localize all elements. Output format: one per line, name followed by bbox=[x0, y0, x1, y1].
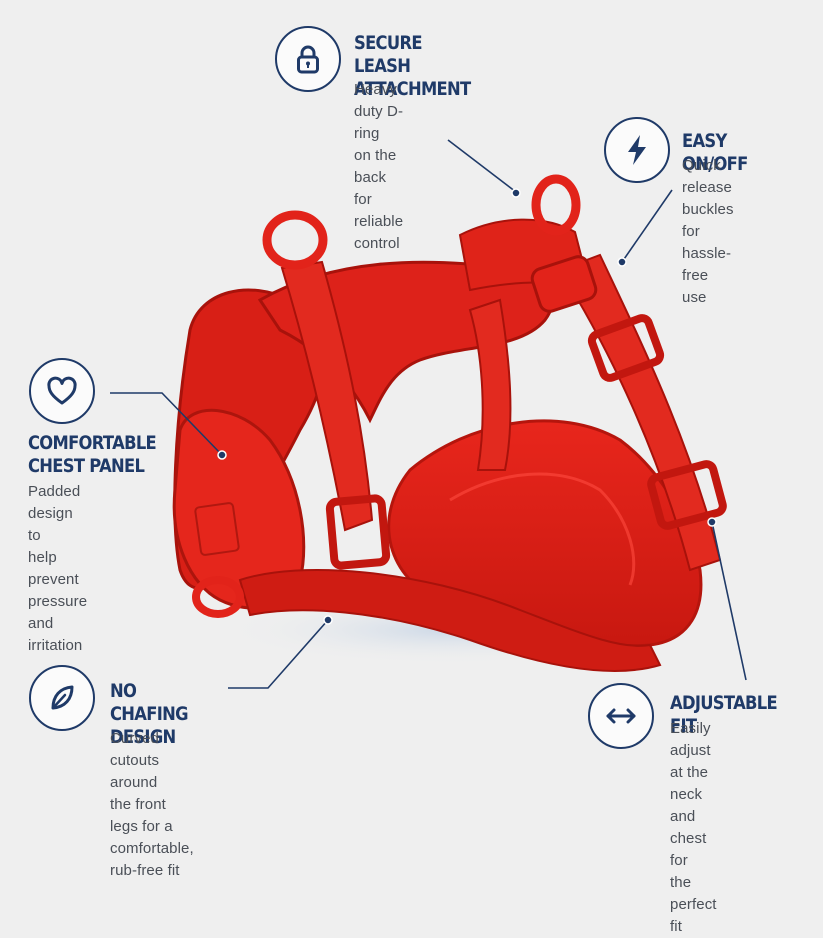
left-strap bbox=[280, 260, 374, 532]
feature-description: Easily adjust at the neck and chest for … bbox=[670, 720, 717, 935]
lightning-icon bbox=[604, 117, 670, 183]
chest-label-patch bbox=[194, 502, 240, 556]
right-strap bbox=[468, 298, 512, 471]
callout-dot-chafing bbox=[323, 615, 333, 625]
feature-title: SECURE LEASH ATTACHMENT bbox=[354, 32, 471, 100]
double-arrow-icon bbox=[588, 683, 654, 749]
feature-title: COMFORTABLE CHEST PANEL bbox=[28, 432, 157, 477]
feature-title: NO CHAFING DESIGN bbox=[110, 680, 189, 748]
feature-description: Quick release buckles for hassle-free us… bbox=[682, 157, 734, 306]
callout-dots bbox=[217, 188, 717, 625]
slide-adjuster-right bbox=[647, 460, 727, 530]
callout-dot-easy bbox=[617, 257, 627, 267]
leaf-icon bbox=[29, 665, 95, 731]
callout-dot-adjust bbox=[707, 517, 717, 527]
callout-dot-comfort bbox=[217, 450, 227, 460]
callout-line-comfort bbox=[110, 392, 223, 456]
callout-dot-leash bbox=[511, 188, 521, 198]
harness-illustration bbox=[110, 139, 747, 689]
callout-line-easy bbox=[621, 189, 673, 263]
feature-description: Curved cutouts around the front legs for… bbox=[110, 730, 194, 879]
belly-band bbox=[238, 569, 662, 672]
d-ring-bottom bbox=[192, 576, 244, 618]
callout-lines bbox=[110, 139, 747, 689]
heart-icon bbox=[29, 358, 95, 424]
slide-adjuster-top bbox=[587, 314, 665, 382]
lock-icon bbox=[275, 26, 341, 92]
feature-title: EASY ON/OFF bbox=[682, 130, 748, 175]
feature-description: Padded design to help prevent pressure a… bbox=[28, 483, 88, 654]
quick-release-buckle bbox=[530, 255, 598, 313]
callout-line-adjust bbox=[711, 521, 747, 681]
callout-line-leash bbox=[447, 139, 517, 193]
d-ring-front bbox=[262, 210, 328, 270]
slide-adjuster-left bbox=[325, 494, 391, 570]
feature-description: Heavy duty D-ring on the back for reliab… bbox=[354, 81, 404, 252]
d-ring-back bbox=[531, 174, 581, 236]
back-pad-inner bbox=[449, 472, 636, 586]
callout-line-chafing bbox=[228, 619, 329, 689]
feature-title: ADJUSTABLE FIT bbox=[670, 692, 778, 737]
